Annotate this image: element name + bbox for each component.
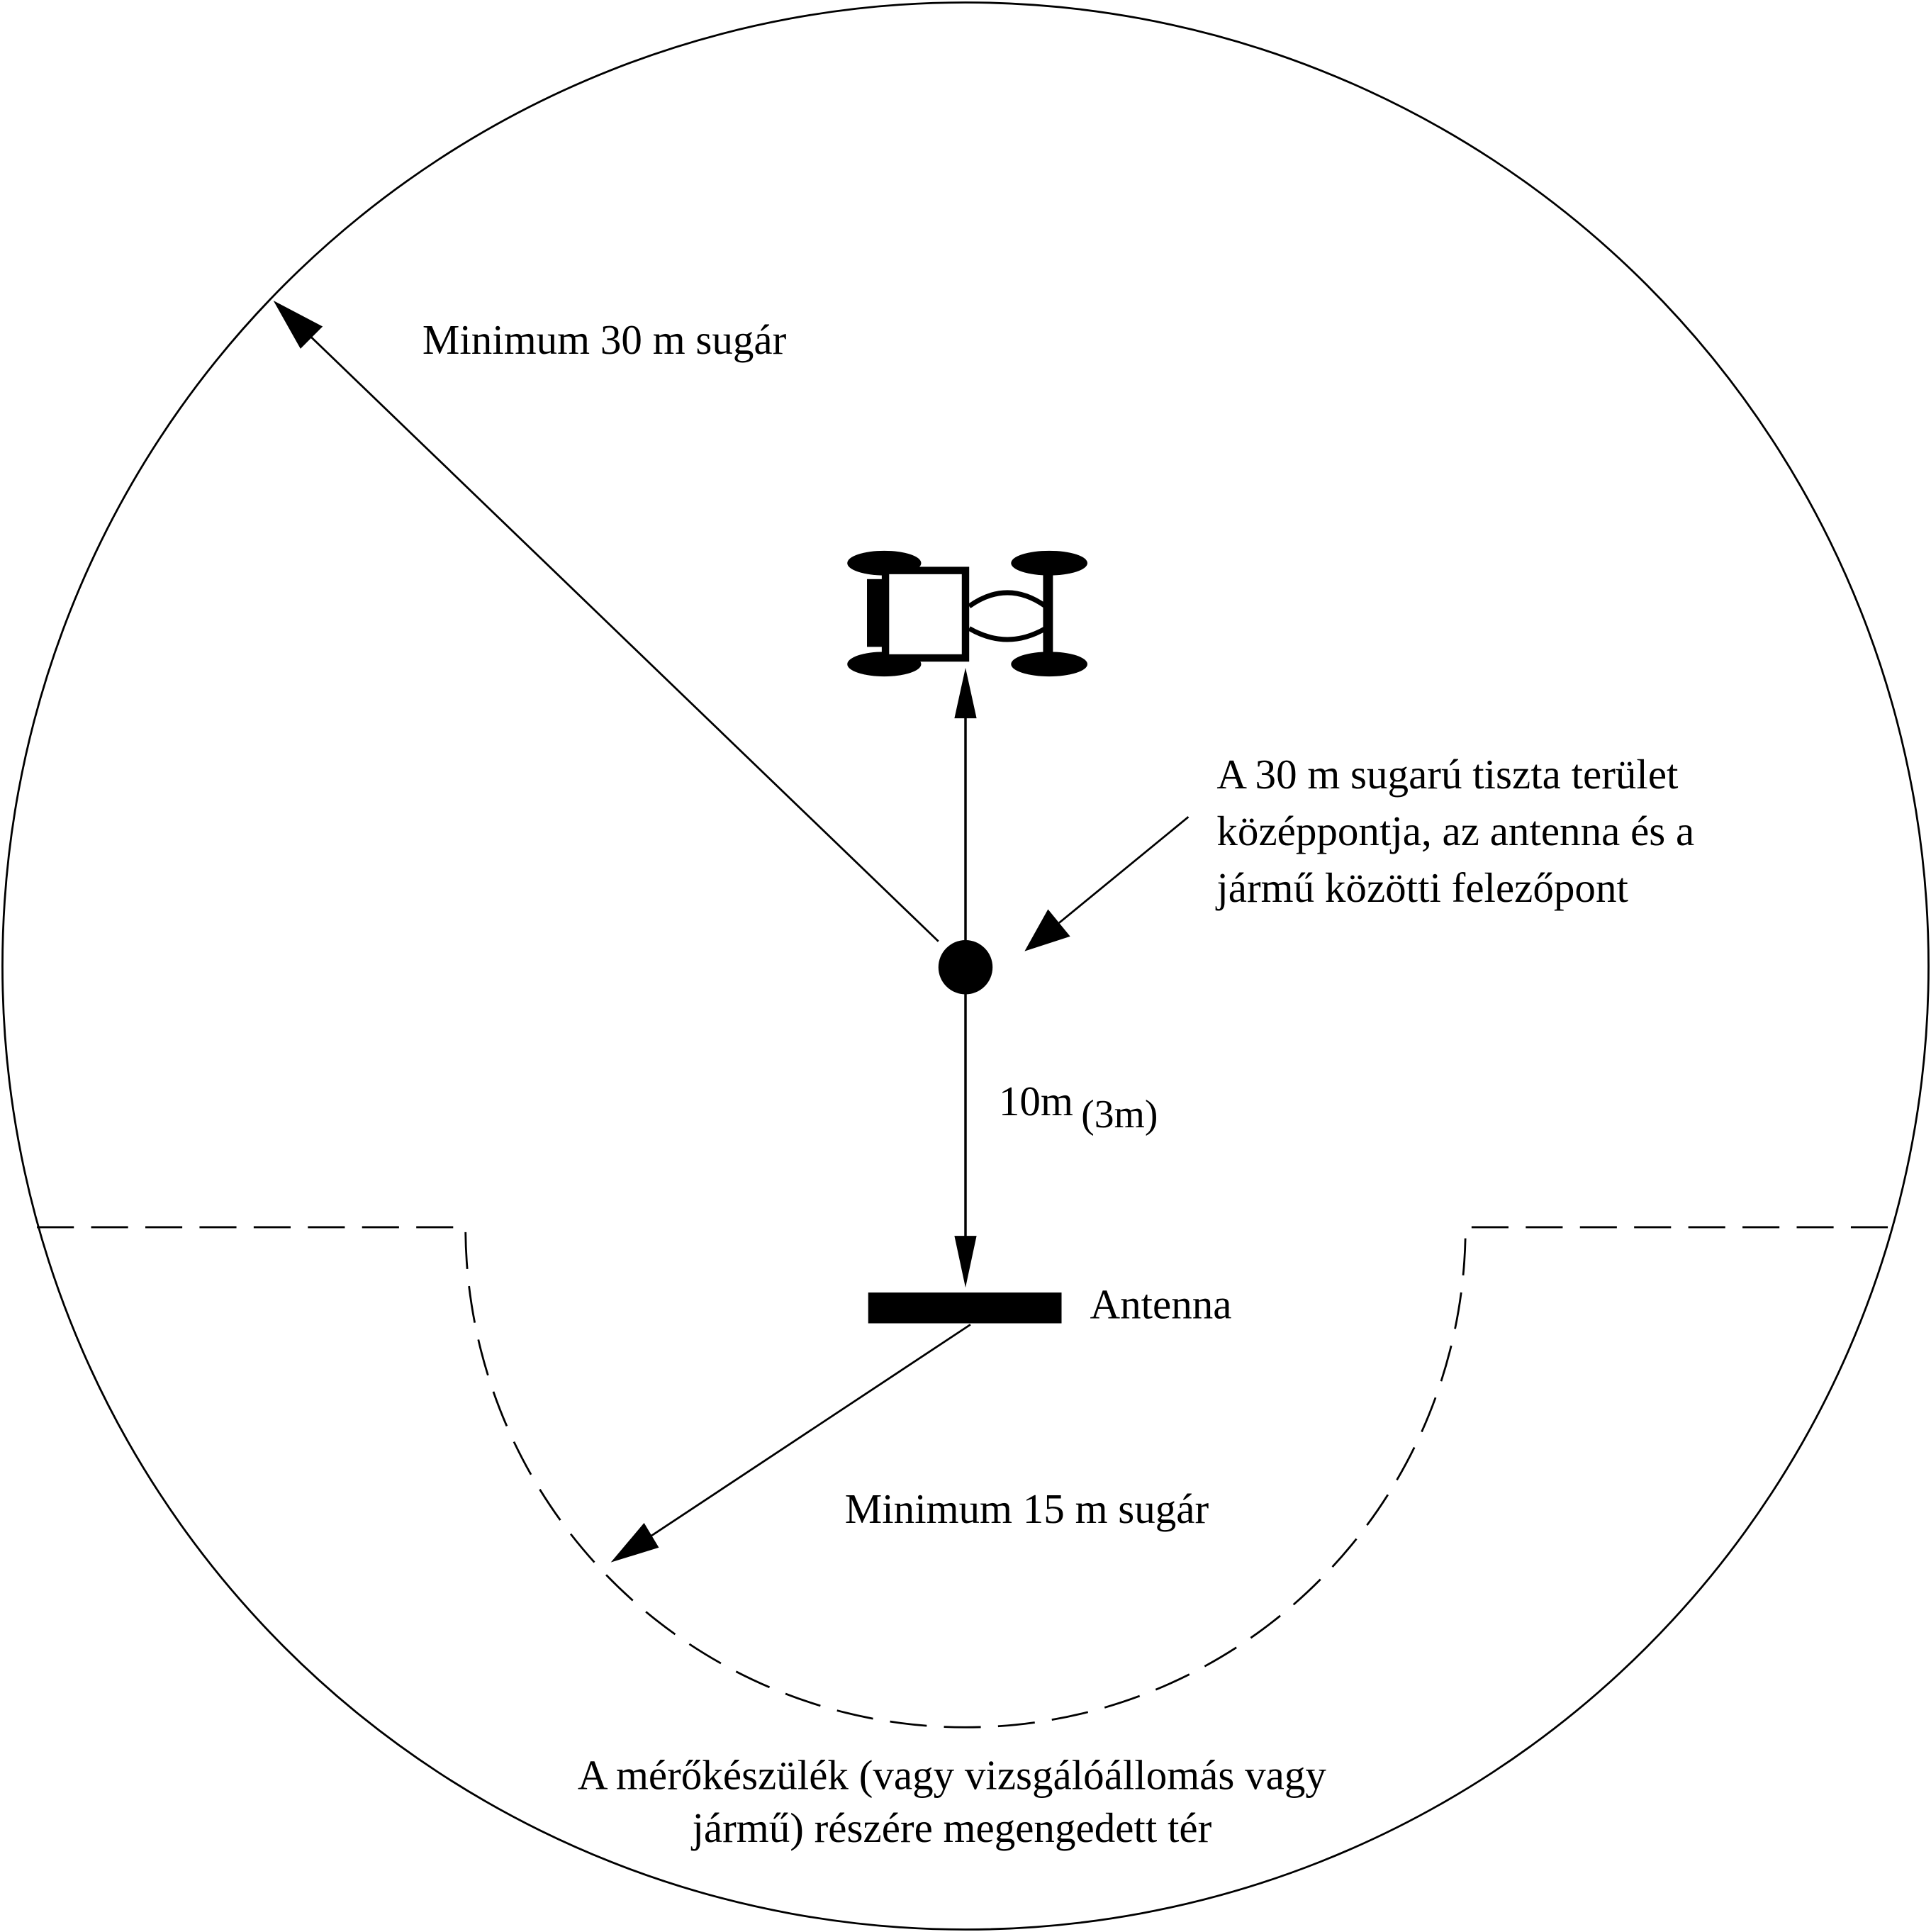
allowed-area-line-1: A mérőkészülék (vagy vizsgálóállomás vag… (578, 1751, 1327, 1798)
vehicle-icon (847, 550, 1087, 677)
inner-radius-label: Minimum 15 m sugár (845, 1485, 1209, 1532)
inner-radius-arrowhead (610, 1523, 659, 1563)
callout-line-2: középpontja, az antenna és a (1216, 808, 1694, 854)
outer-radius-label: Minimum 30 m sugár (422, 316, 787, 363)
distance-label: 10m (999, 1078, 1073, 1124)
callout-pointer-arrowhead (1024, 909, 1070, 951)
allowed-area-line-2: jármű) részére megengedett tér (690, 1804, 1211, 1851)
callout-line-1: A 30 m sugarú tiszta terület (1216, 751, 1679, 798)
outer-radius-arrowhead (273, 301, 323, 349)
antenna-arrowhead (954, 1236, 977, 1288)
antenna-label: Antenna (1090, 1281, 1231, 1328)
outer-radius-arrow (307, 333, 939, 942)
allowed-area-dashed-boundary (37, 1226, 1894, 1729)
distance-alt-label: (3m) (1081, 1093, 1158, 1137)
midpoint-dot (938, 940, 993, 995)
callout-line-3: jármű közötti felezőpont (1215, 864, 1628, 911)
callout-pointer-line (1058, 816, 1190, 924)
vehicle-arrowhead (954, 667, 977, 719)
inner-radius-arrow (646, 1324, 971, 1540)
antenna-bar (868, 1292, 1062, 1324)
